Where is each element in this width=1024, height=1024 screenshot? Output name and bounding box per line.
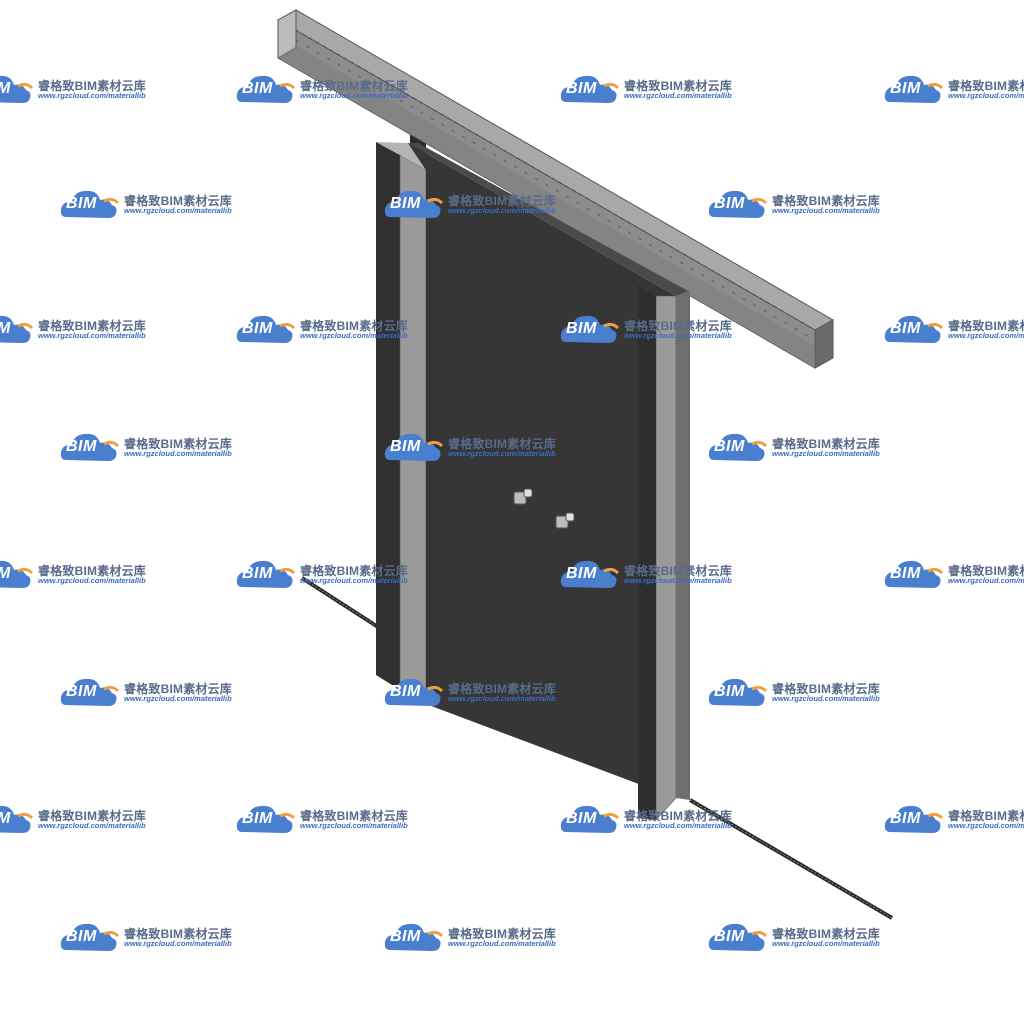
door-frame-left-jamb	[376, 142, 427, 705]
door-leaf-panel	[408, 143, 690, 798]
door-handle-lower	[555, 512, 575, 529]
door-handle-upper	[513, 488, 533, 505]
door-frame-right-jamb	[638, 285, 690, 821]
